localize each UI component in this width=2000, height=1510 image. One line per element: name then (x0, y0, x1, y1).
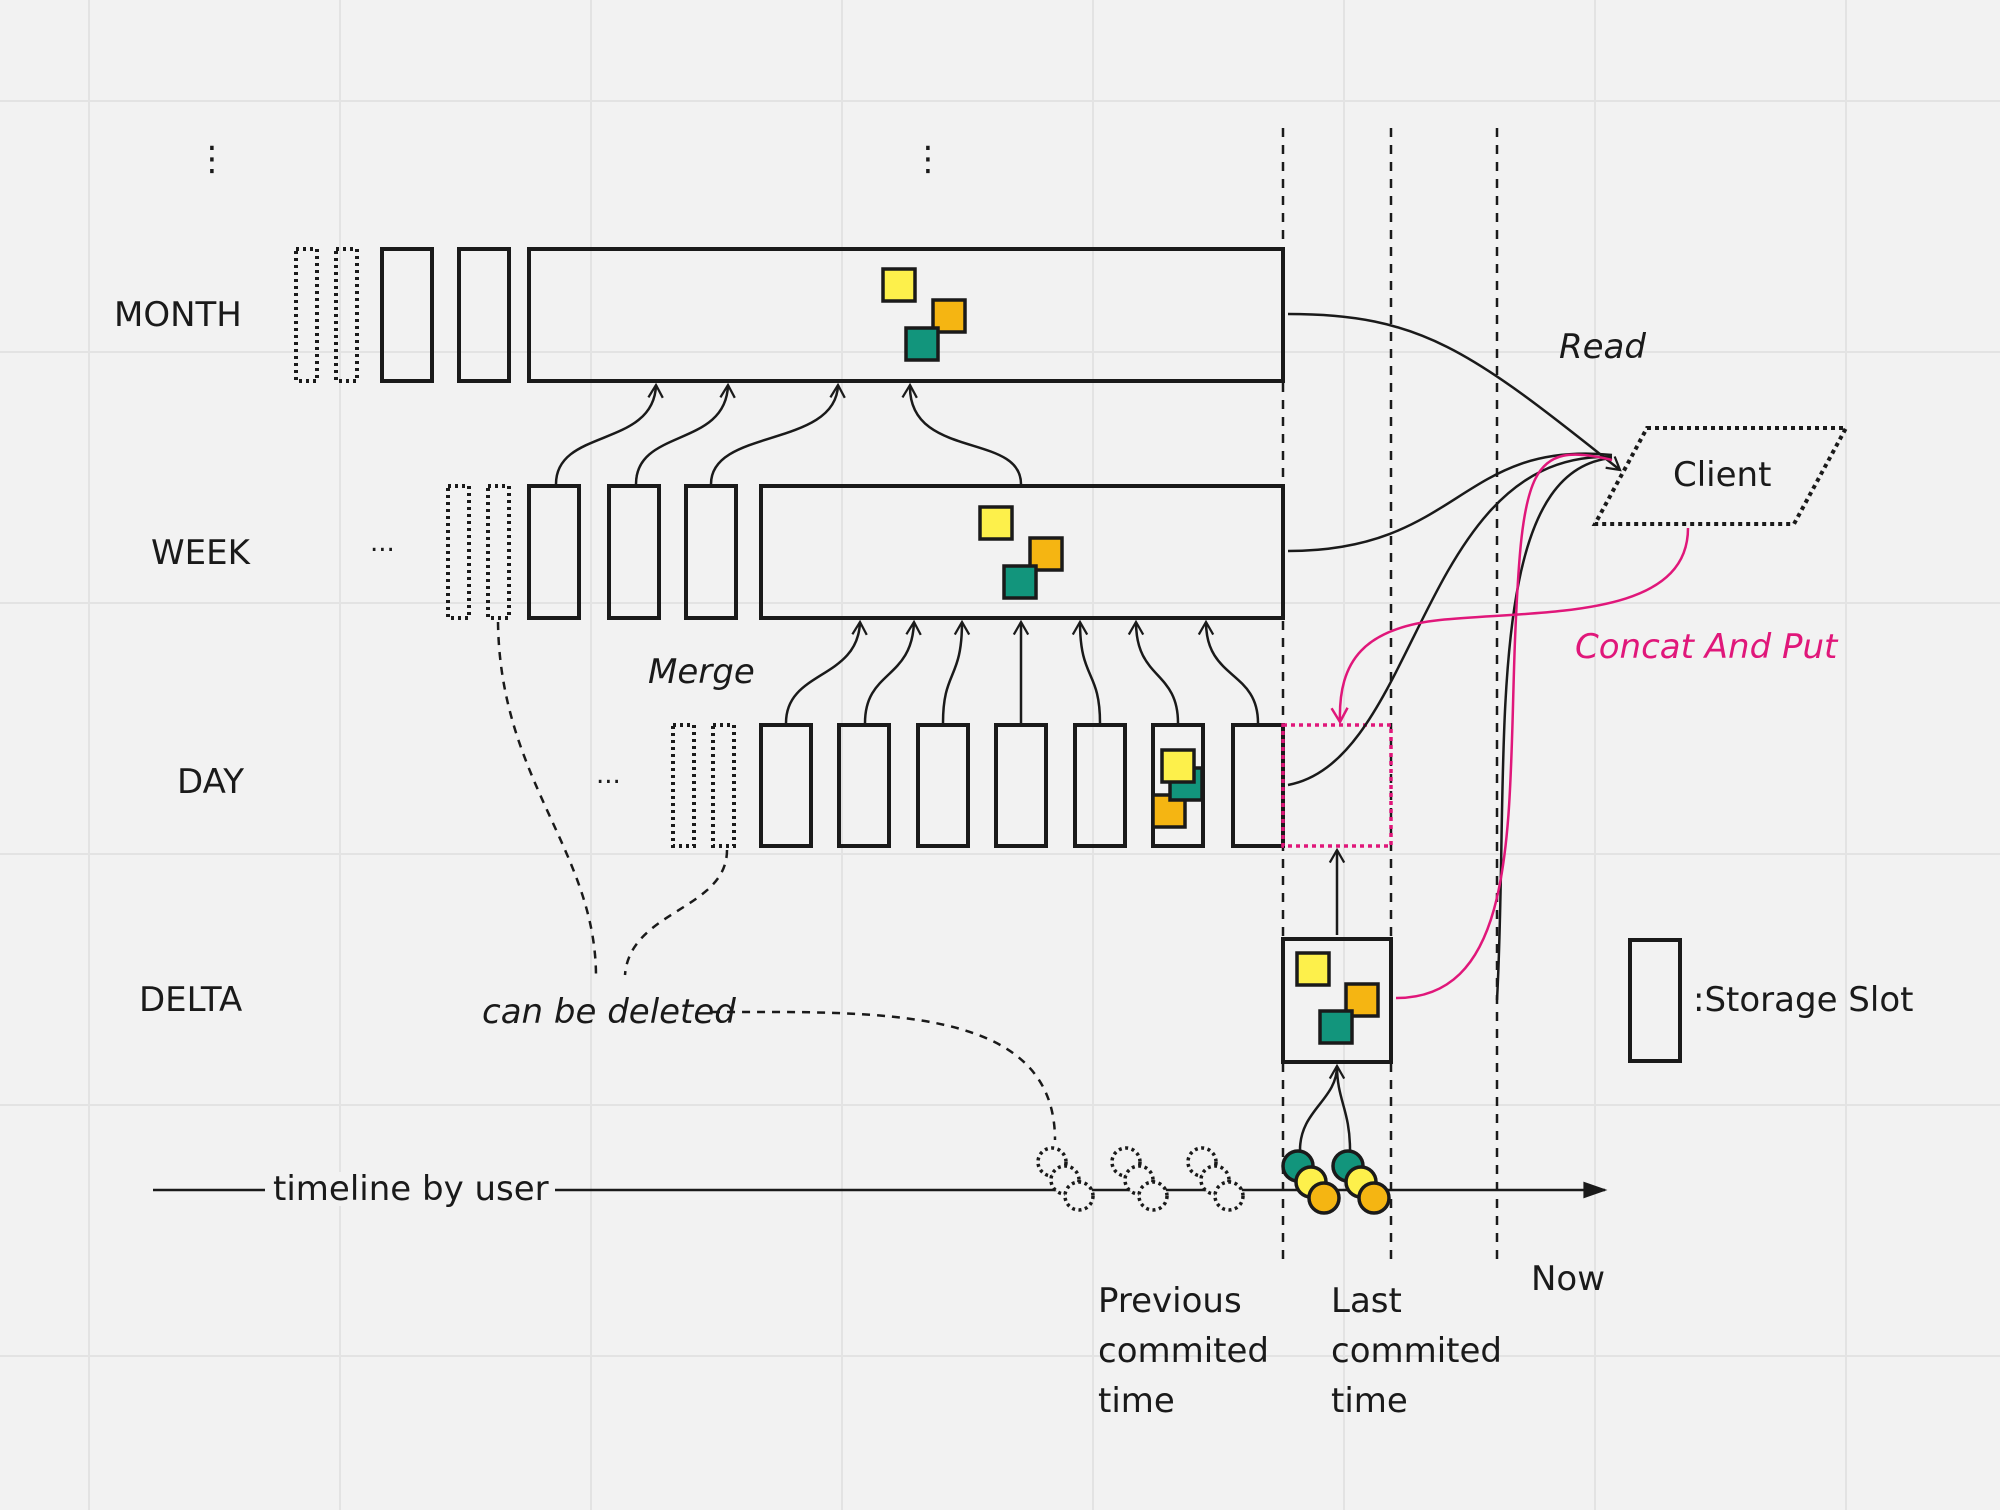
commit-to-delta-arrows (1298, 1063, 1352, 1151)
delta-row (1281, 937, 1393, 1064)
delta-slot (1281, 937, 1393, 1064)
deleted-storage-slot (711, 723, 736, 848)
current-week-slot (759, 484, 1285, 620)
read-curves (1287, 312, 1622, 1001)
new-day-slot (1281, 723, 1393, 848)
legend-storage-slot-icon (1628, 938, 1682, 1063)
week-ellipsis: ... (370, 528, 395, 558)
day-row (671, 723, 1393, 848)
row-label-month: MONTH (114, 295, 242, 335)
storage-slot (527, 484, 581, 620)
storage-slot (837, 723, 891, 848)
concat-and-put-curves (1330, 453, 1690, 1000)
data-block-teal (1002, 564, 1038, 600)
deleted-commits (1036, 1146, 1245, 1212)
now-label: Now (1531, 1259, 1606, 1299)
client-label: Client (1673, 455, 1772, 495)
storage-slot (916, 723, 970, 848)
week-row (446, 484, 1285, 620)
data-block-teal (904, 326, 940, 362)
deleted-storage-slot (671, 723, 696, 848)
previous-committed-label: Previous commited time (1098, 1281, 1270, 1421)
data-block-teal (1318, 1009, 1354, 1045)
vertical-ellipsis-left: ⋮ (195, 139, 229, 179)
legend-storage-slot-label: :Storage Slot (1693, 980, 1914, 1020)
month-row (294, 247, 1285, 383)
commit-orange (1357, 1181, 1391, 1215)
storage-slot (759, 723, 813, 848)
data-block-yellow (978, 505, 1014, 541)
time-boundaries (1281, 128, 1499, 1265)
data-block-yellow (1160, 748, 1196, 784)
deleted-storage-slot (334, 247, 359, 383)
current-commits (1281, 1149, 1391, 1215)
data-block-yellow (881, 267, 917, 303)
can-be-deleted-connectors (496, 621, 1057, 1141)
commit-orange (1307, 1181, 1341, 1215)
current-month-slot (527, 247, 1285, 383)
last-committed-label: Last commited time (1331, 1281, 1503, 1421)
row-label-delta: DELTA (139, 980, 243, 1020)
merge-arrows-week-to-month (554, 382, 1023, 485)
storage-slot (457, 247, 511, 383)
merge-label: Merge (648, 652, 755, 692)
read-label: Read (1559, 327, 1646, 367)
storage-slot (684, 484, 738, 620)
row-label-day: DAY (177, 762, 244, 802)
storage-slot (380, 247, 434, 383)
deleted-storage-slot (294, 247, 319, 383)
vertical-ellipsis-center: ⋮ (911, 139, 945, 179)
deleted-storage-slot (446, 484, 471, 620)
can-be-deleted-label: can be deleted (482, 992, 736, 1032)
row-label-week: WEEK (151, 533, 250, 573)
concat-and-put-label: Concat And Put (1575, 627, 1838, 667)
day-ellipsis: ... (596, 760, 621, 790)
storage-slot (1073, 723, 1127, 848)
storage-slot (1231, 723, 1285, 848)
data-block-yellow (1295, 951, 1331, 987)
storage-slot (607, 484, 661, 620)
timeline-label: timeline by user (267, 1172, 555, 1206)
storage-slot (994, 723, 1048, 848)
merge-arrows-day-to-week (784, 619, 1260, 724)
deleted-storage-slot (486, 484, 511, 620)
